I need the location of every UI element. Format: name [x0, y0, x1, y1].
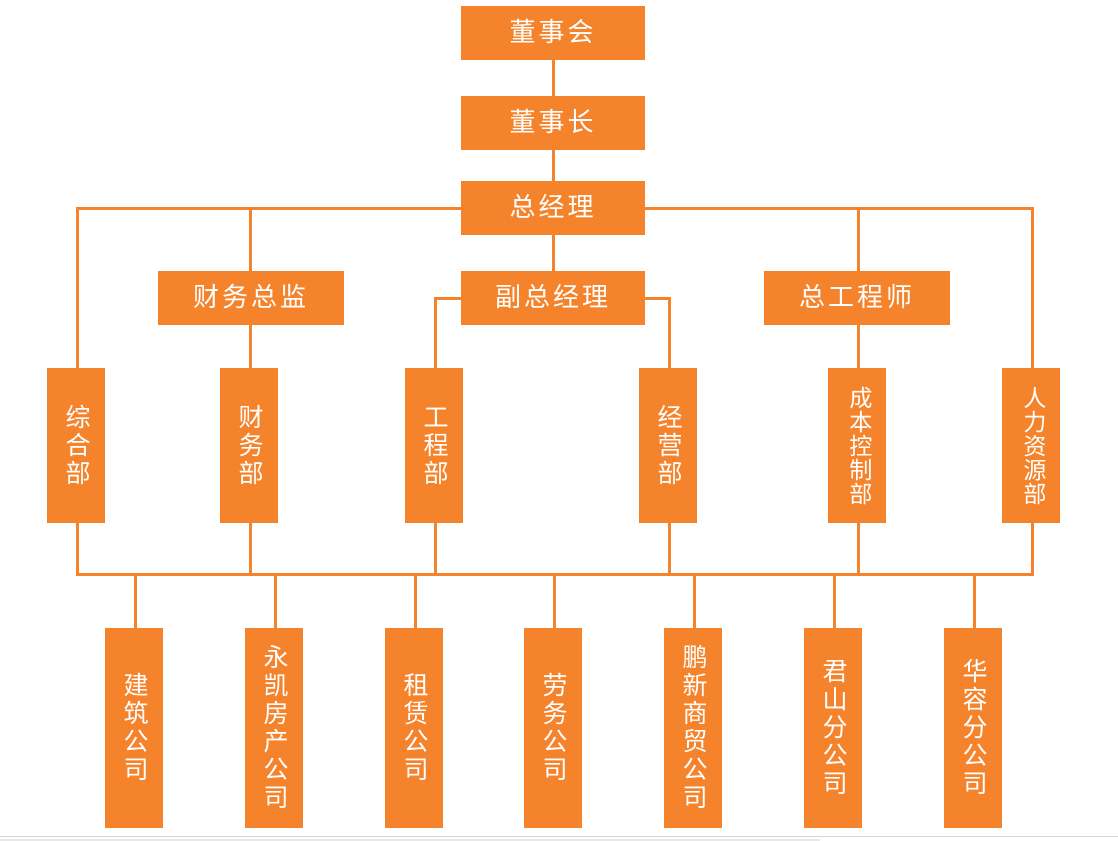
connector-general-affairs-to-bottom-bus [76, 523, 79, 576]
connector-bottom-bus-to-yongkai [274, 573, 277, 628]
connector-bottom-bus-to-leasing [414, 573, 417, 628]
footer-divider [0, 836, 1118, 837]
node-chief-engineer[interactable]: 总工程师 [764, 271, 950, 325]
node-department-finance[interactable]: 财务部 [220, 368, 278, 523]
node-department-cost-control[interactable]: 成本控制部 [828, 368, 886, 523]
node-finance-director[interactable]: 财务总监 [158, 271, 344, 325]
connector-chairman-to-gm [552, 150, 555, 181]
connector-operations-to-bottom-bus [668, 523, 671, 576]
connector-vice-gm-to-operations [668, 297, 671, 368]
node-department-operations[interactable]: 经营部 [639, 368, 697, 523]
connector-cfo-to-finance-dept [249, 325, 252, 368]
connector-bottom-bus-to-junshan [833, 573, 836, 628]
connector-bottom-bus-to-huarong [973, 573, 976, 628]
node-vice-general-manager[interactable]: 副总经理 [461, 271, 645, 325]
connector-bottom-bus-to-construction [134, 573, 137, 628]
connector-engineering-to-bottom-bus [434, 523, 437, 576]
node-subsidiary-construction[interactable]: 建筑公司 [105, 628, 163, 828]
connector-hr-to-bottom-bus [1031, 523, 1034, 576]
node-subsidiary-huarong-branch[interactable]: 华容分公司 [944, 628, 1002, 828]
connector-board-to-chairman [552, 60, 555, 96]
connector-vice-gm-to-engineering [434, 297, 437, 368]
connector-top-bus-left [76, 207, 461, 210]
connector-vice-gm-branch-right [642, 297, 671, 300]
node-department-engineering[interactable]: 工程部 [405, 368, 463, 523]
node-subsidiary-labor-service[interactable]: 劳务公司 [524, 628, 582, 828]
connector-bus-to-general-affairs [76, 207, 79, 368]
node-subsidiary-leasing[interactable]: 租赁公司 [385, 628, 443, 828]
node-subsidiary-yongkai-real-estate[interactable]: 永凯房产公司 [245, 628, 303, 828]
connector-vice-gm-branch-left [434, 297, 464, 300]
connector-gm-to-vice-gm [552, 235, 555, 271]
connector-bottom-bus-to-labor [553, 573, 556, 628]
node-subsidiary-pengxin-trading[interactable]: 鹏新商贸公司 [664, 628, 722, 828]
node-general-manager[interactable]: 总经理 [461, 181, 645, 235]
connector-bus-to-hr [1031, 207, 1034, 368]
connector-cost-control-to-bottom-bus [857, 523, 860, 576]
connector-chief-engineer-to-cost-control [857, 325, 860, 368]
connector-bus-to-chief-engineer [857, 207, 860, 271]
connector-bus-to-cfo [249, 207, 252, 271]
footer-divider-secondary [0, 839, 820, 841]
node-board-of-directors[interactable]: 董事会 [461, 6, 645, 60]
connector-bottom-bus-to-pengxin [693, 573, 696, 628]
node-subsidiary-junshan-branch[interactable]: 君山分公司 [804, 628, 862, 828]
node-department-human-resources[interactable]: 人力资源部 [1002, 368, 1060, 523]
node-department-general-affairs[interactable]: 综合部 [47, 368, 105, 523]
connector-finance-dept-to-bottom-bus [249, 523, 252, 576]
connector-top-bus-right [645, 207, 1034, 210]
node-chairman[interactable]: 董事长 [461, 96, 645, 150]
